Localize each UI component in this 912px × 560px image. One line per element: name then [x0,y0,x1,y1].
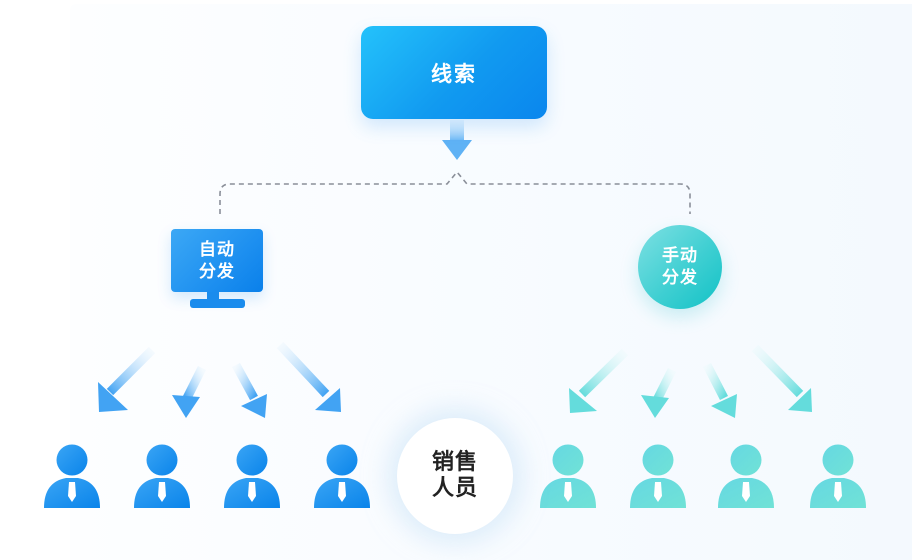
auto-dispatch-monitor-icon: 自动 分发 [171,229,263,292]
monitor-base [190,299,245,308]
sales-label-line1: 销售 [431,450,478,475]
manual-dispatch-label-line1: 手动 [662,246,698,266]
dashed-connector [219,170,691,214]
source-node-leads: 线索 [361,26,547,119]
person-head [236,444,268,476]
person-icon [314,444,370,508]
arrow-icon [641,367,677,418]
tie-shape [834,482,842,502]
arrow-icon [232,362,267,418]
person-head [642,444,674,476]
person-head [56,444,88,476]
person-icon [718,444,774,508]
auto-dispatch-label-line2: 分发 [199,261,235,282]
sales-staff-node: 销售 人员 [397,418,513,534]
person-icon [540,444,596,508]
arrow-icon [751,344,812,412]
person-icon [44,444,100,508]
sales-label-line2: 人员 [431,476,478,501]
tie-shape [564,482,572,502]
tie-shape [68,482,76,502]
person-icon [134,444,190,508]
arrow-icon [172,365,207,418]
source-node-label: 线索 [431,61,477,86]
arrow-icon [702,362,737,418]
tie-shape [654,482,662,502]
down-arrow-icon [442,120,472,160]
person-head [822,444,854,476]
monitor-stand [207,292,219,301]
person-head [730,444,762,476]
person-head [146,444,178,476]
person-head [326,444,358,476]
arrow-icon [569,348,629,413]
person-head [552,444,584,476]
manual-dispatch-node: 手动 分发 [638,225,722,309]
person-icon [224,444,280,508]
tie-shape [248,482,256,502]
tie-shape [338,482,346,502]
arrow-icon [98,346,156,412]
auto-dispatch-label-line1: 自动 [199,239,235,260]
tie-shape [158,482,166,502]
manual-dispatch-label-line2: 分发 [662,268,698,288]
arrow-icon [276,341,341,412]
person-icon [630,444,686,508]
tie-shape [742,482,750,502]
person-icon [810,444,866,508]
